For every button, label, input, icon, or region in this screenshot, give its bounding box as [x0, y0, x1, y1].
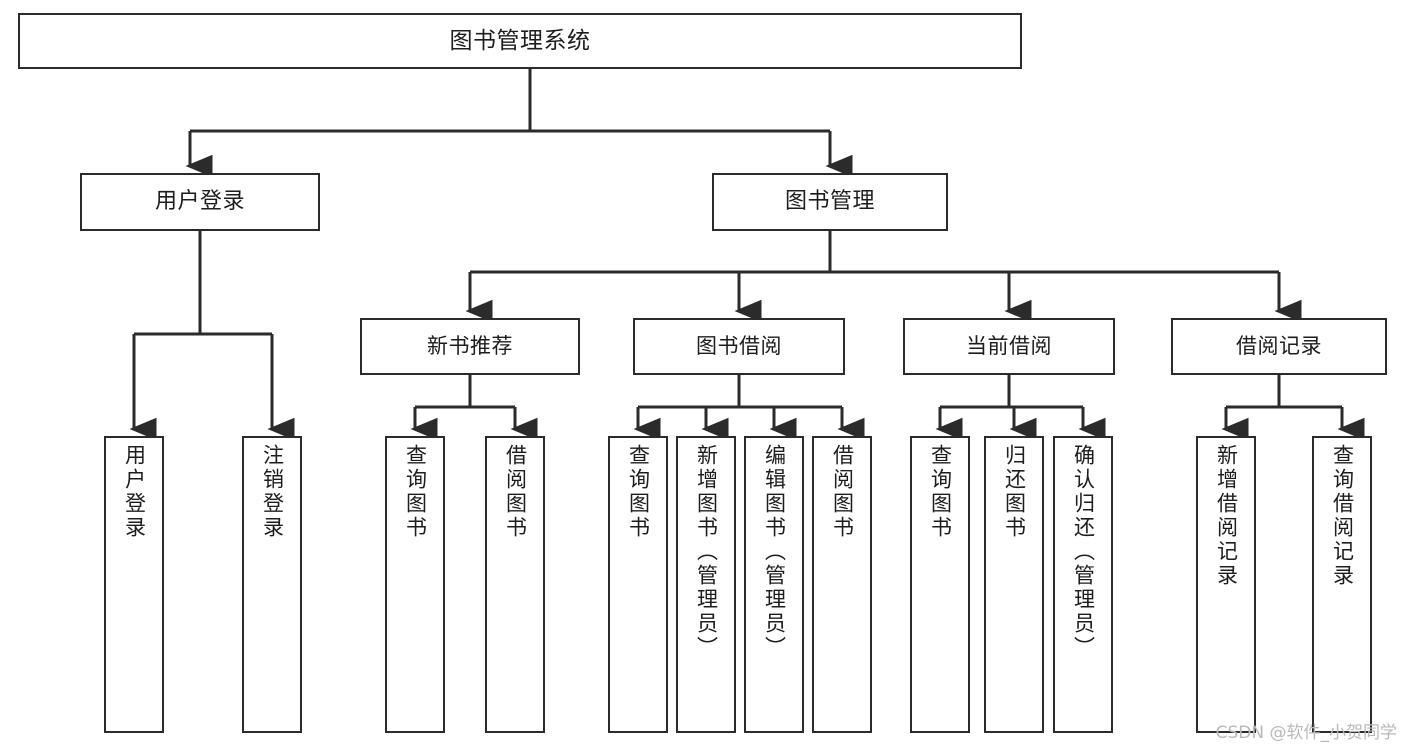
- node-leaf-query-borrow-record-label: 查询借阅记录: [1330, 444, 1355, 588]
- node-leaf-query-book-recommend-label: 查询图书: [403, 444, 428, 540]
- edge-group-book-manage: [465, 231, 1302, 323]
- edge-group-user-login: [129, 231, 295, 441]
- edge-group-new-book-recommend: [410, 375, 538, 441]
- node-current-borrow[interactable]: 当前借阅: [903, 318, 1115, 375]
- node-leaf-return-book[interactable]: 归还图书: [984, 436, 1044, 733]
- node-leaf-query-book-current[interactable]: 查询图书: [910, 436, 970, 733]
- node-leaf-borrow-book-borrow-label: 借阅图书: [830, 444, 855, 540]
- node-leaf-user-logout[interactable]: 注销登录: [242, 436, 302, 733]
- node-leaf-query-book-borrow[interactable]: 查询图书: [608, 436, 668, 733]
- node-leaf-user-logout-label: 注销登录: [260, 444, 285, 540]
- node-current-borrow-label: 当前借阅: [966, 334, 1052, 359]
- node-leaf-borrow-book-recommend[interactable]: 借阅图书: [485, 436, 545, 733]
- node-book-manage-label: 图书管理: [784, 189, 875, 215]
- node-leaf-query-book-current-label: 查询图书: [928, 444, 953, 540]
- node-root-label: 图书管理系统: [449, 27, 591, 54]
- node-leaf-add-borrow-record[interactable]: 新增借阅记录: [1196, 436, 1256, 733]
- edge-group-borrow-record: [1221, 375, 1365, 441]
- node-user-login[interactable]: 用户登录: [80, 173, 320, 231]
- node-leaf-query-book-borrow-label: 查询图书: [626, 444, 651, 540]
- node-leaf-add-borrow-record-label: 新增借阅记录: [1214, 444, 1239, 588]
- node-new-book-recommend-label: 新书推荐: [427, 334, 513, 359]
- node-book-borrow[interactable]: 图书借阅: [633, 318, 845, 375]
- node-leaf-user-login[interactable]: 用户登录: [104, 436, 164, 733]
- node-leaf-return-book-label: 归还图书: [1002, 444, 1027, 540]
- node-new-book-recommend[interactable]: 新书推荐: [360, 318, 580, 375]
- node-book-borrow-label: 图书借阅: [696, 334, 782, 359]
- node-leaf-edit-book-admin-label: 编辑图书（管理员）: [762, 444, 787, 660]
- edge-group-current-borrow: [935, 375, 1106, 441]
- node-leaf-borrow-book-borrow[interactable]: 借阅图书: [812, 436, 872, 733]
- node-leaf-add-book-admin[interactable]: 新增图书（管理员）: [676, 436, 736, 733]
- node-user-login-label: 用户登录: [154, 189, 245, 215]
- node-leaf-user-login-label: 用户登录: [122, 444, 147, 540]
- node-leaf-query-borrow-record[interactable]: 查询借阅记录: [1312, 436, 1372, 733]
- node-book-manage[interactable]: 图书管理: [712, 173, 948, 231]
- watermark: CSDN @软件_小贺同学: [1215, 723, 1397, 743]
- node-borrow-record-label: 借阅记录: [1236, 334, 1322, 359]
- node-leaf-confirm-return-admin-label: 确认归还（管理员）: [1071, 444, 1096, 660]
- edge-group-root: [185, 69, 853, 178]
- edge-group-book-borrow: [633, 375, 865, 441]
- node-leaf-confirm-return-admin[interactable]: 确认归还（管理员）: [1053, 436, 1113, 733]
- node-leaf-borrow-book-recommend-label: 借阅图书: [503, 444, 528, 540]
- node-leaf-add-book-admin-label: 新增图书（管理员）: [694, 444, 719, 660]
- node-borrow-record[interactable]: 借阅记录: [1171, 318, 1387, 375]
- node-leaf-query-book-recommend[interactable]: 查询图书: [385, 436, 445, 733]
- node-root[interactable]: 图书管理系统: [18, 13, 1022, 69]
- node-leaf-edit-book-admin[interactable]: 编辑图书（管理员）: [744, 436, 804, 733]
